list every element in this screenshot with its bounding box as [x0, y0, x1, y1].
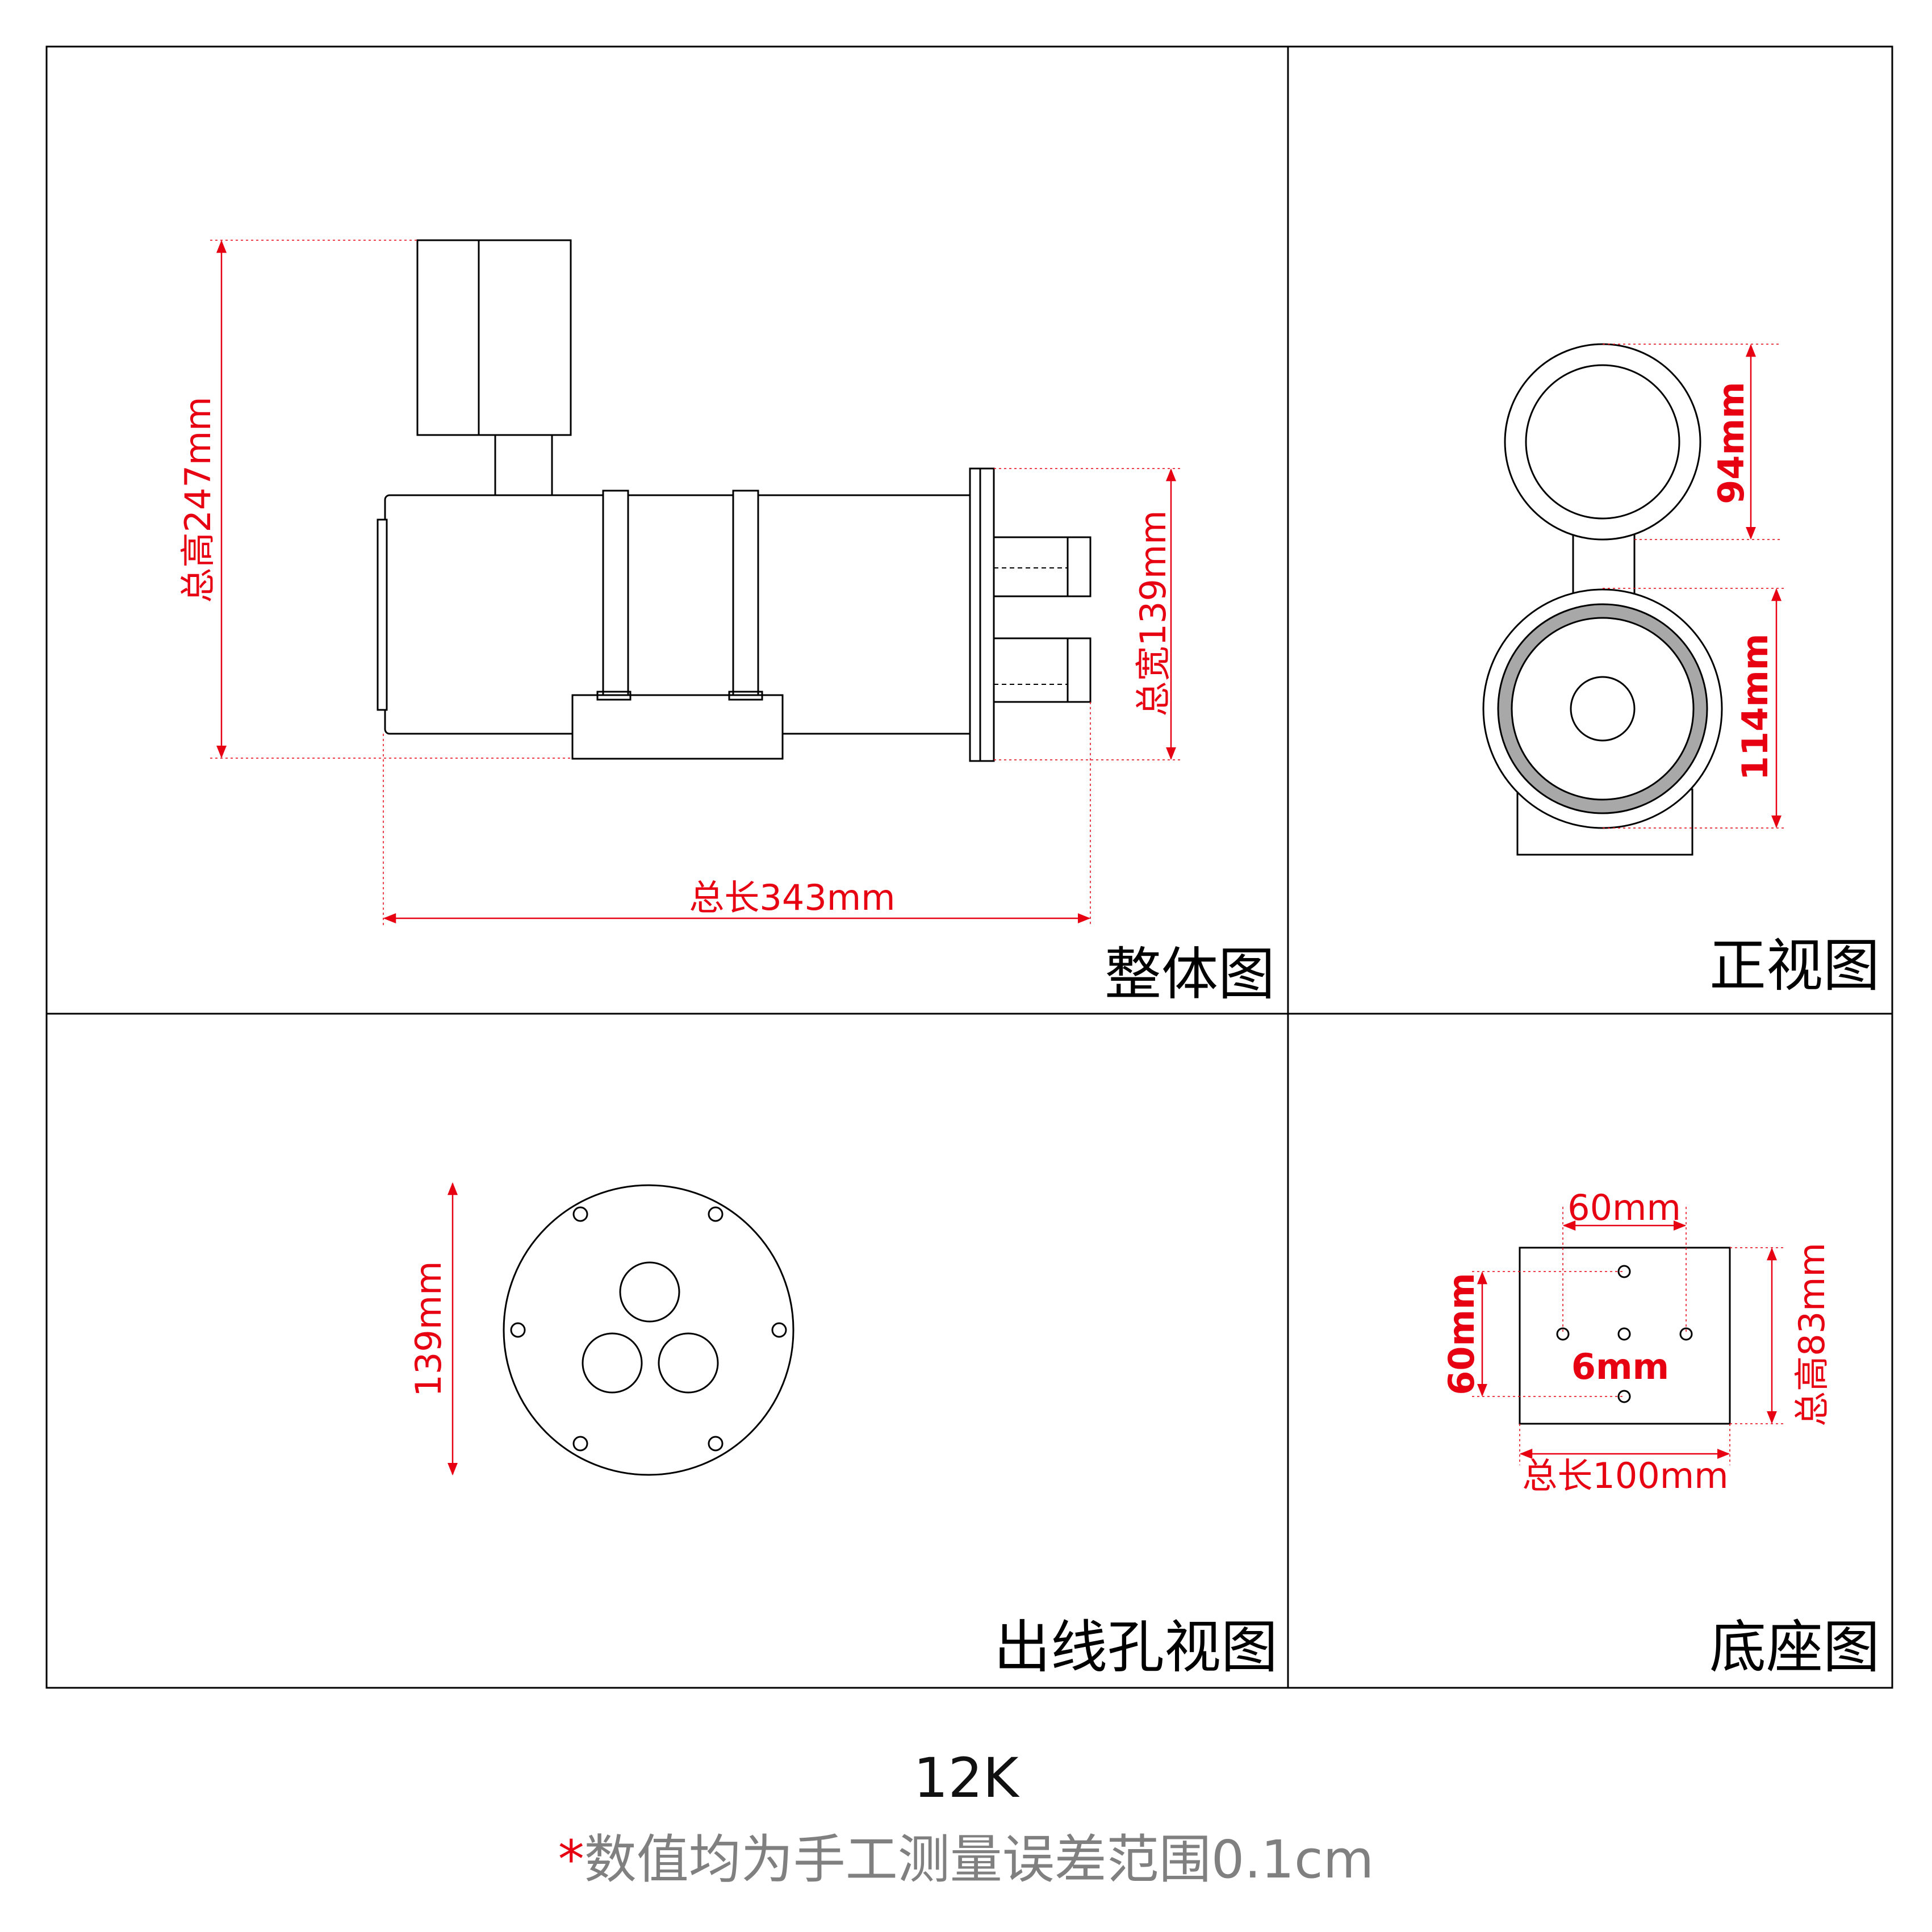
front-view-panel: 94mm 114mm 正视图: [1482, 343, 1880, 999]
cable-hole-view-label: 出线孔视图: [994, 1614, 1278, 1680]
hole-spacing-v-label: 60mm: [1441, 1273, 1482, 1395]
base-length-label: 总长100mm: [1522, 1455, 1728, 1496]
bottom-base: [571, 694, 784, 760]
bolt-hole: [510, 1322, 526, 1338]
cable-outlet-top: [993, 536, 1092, 597]
bolt-hole: [771, 1322, 787, 1338]
base-view-label: 底座图: [1709, 1614, 1880, 1680]
overall-height-label: 总高247mm: [177, 396, 219, 603]
overall-width-label: 总宽139mm: [1132, 510, 1174, 716]
flange-disc: [503, 1184, 794, 1476]
rear-flange: [969, 467, 995, 762]
base-hole: [1679, 1327, 1693, 1341]
panel-grid: [45, 45, 1893, 1689]
hole-spacing-h-label: 60mm: [1567, 1187, 1681, 1228]
cable-outlet-bottom: [993, 637, 1092, 703]
base-hole: [1617, 1265, 1631, 1278]
base-hole: [1617, 1327, 1631, 1341]
note-text: 数值均为手工测量误差范围0.1cm: [584, 1829, 1374, 1890]
overall-view-panel: 总高247mm 总宽139mm 总长343mm 整体图: [177, 239, 1275, 1007]
note-asterisk: *: [558, 1829, 584, 1890]
mount-circle-outer: [1504, 343, 1701, 541]
cable-hole-diameter-label: 139mm: [408, 1261, 449, 1396]
lens-center: [1570, 676, 1636, 742]
base-view-panel: 60mm 60mm 6mm 总高83mm 总长100mm 底座图: [1441, 1187, 1880, 1680]
cable-hole-right: [658, 1332, 719, 1394]
front-cap: [377, 518, 388, 711]
base-hole: [1556, 1327, 1570, 1341]
front-bottom-label: 114mm: [1734, 634, 1776, 781]
bolt-hole: [572, 1436, 588, 1452]
overall-length-label: 总长343mm: [689, 877, 895, 918]
measurement-note: *数值均为手工测量误差范围0.1cm: [0, 1817, 1932, 1893]
cable-hole-top: [619, 1261, 680, 1323]
mount-circle-inner: [1525, 364, 1680, 520]
front-top-label: 94mm: [1711, 382, 1752, 504]
base-plate: [1519, 1247, 1731, 1425]
clamp-right: [732, 490, 759, 702]
clamp-left: [602, 490, 629, 702]
mount-neck: [494, 434, 553, 496]
model-number: 12K: [913, 1746, 1019, 1810]
overall-view-label: 整体图: [1105, 941, 1275, 1007]
base-hole: [1617, 1390, 1631, 1403]
hole-size-label: 6mm: [1571, 1346, 1669, 1387]
front-view-label: 正视图: [1709, 932, 1880, 999]
cable-hole-left: [582, 1332, 643, 1394]
bolt-hole: [708, 1206, 724, 1222]
mount-block: [416, 239, 572, 436]
front-neck: [1572, 533, 1636, 599]
bolt-hole: [708, 1436, 724, 1452]
base-height-label: 总高83mm: [1791, 1243, 1833, 1427]
cable-hole-view-panel: 139mm 出线孔视图: [408, 1182, 1278, 1680]
bolt-hole: [572, 1206, 588, 1222]
